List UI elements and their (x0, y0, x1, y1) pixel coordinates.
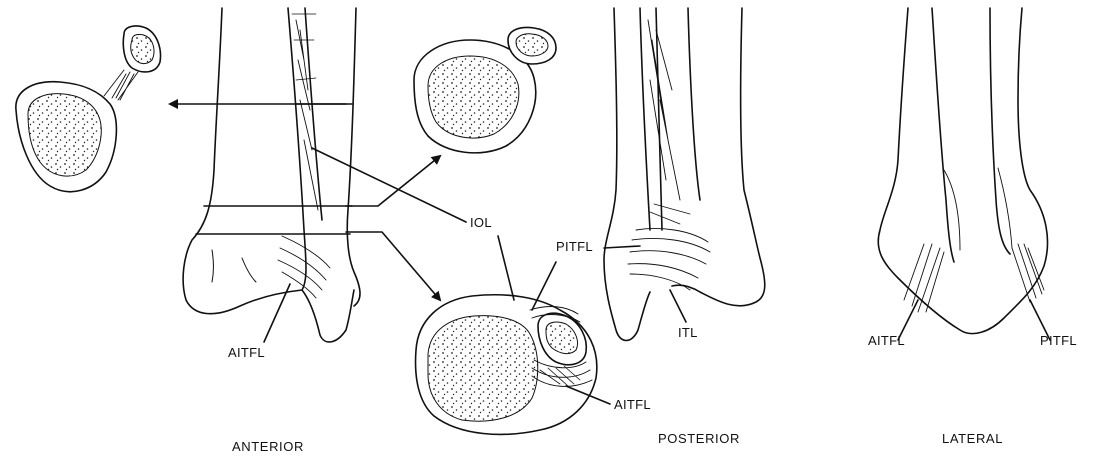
section-distal (416, 295, 597, 435)
label-aitfl-section: AITFL (614, 398, 651, 411)
view-title-lateral: LATERAL (942, 432, 1003, 445)
lateral-view-bones (878, 8, 1047, 334)
section-middle (414, 28, 556, 153)
label-aitfl-anterior: AITFL (228, 346, 265, 359)
anterior-view-bones (183, 8, 360, 342)
label-pitfl-lateral: PITFL (1040, 334, 1077, 347)
posterior-view-bones (604, 8, 765, 341)
section-proximal (16, 26, 161, 192)
label-itl: ITL (678, 326, 698, 339)
label-iol: IOL (470, 216, 492, 229)
view-title-posterior: POSTERIOR (658, 432, 740, 445)
view-title-anterior: ANTERIOR (232, 440, 304, 453)
label-pitfl-posterior: PITFL (556, 240, 593, 253)
label-aitfl-lateral: AITFL (868, 334, 905, 347)
